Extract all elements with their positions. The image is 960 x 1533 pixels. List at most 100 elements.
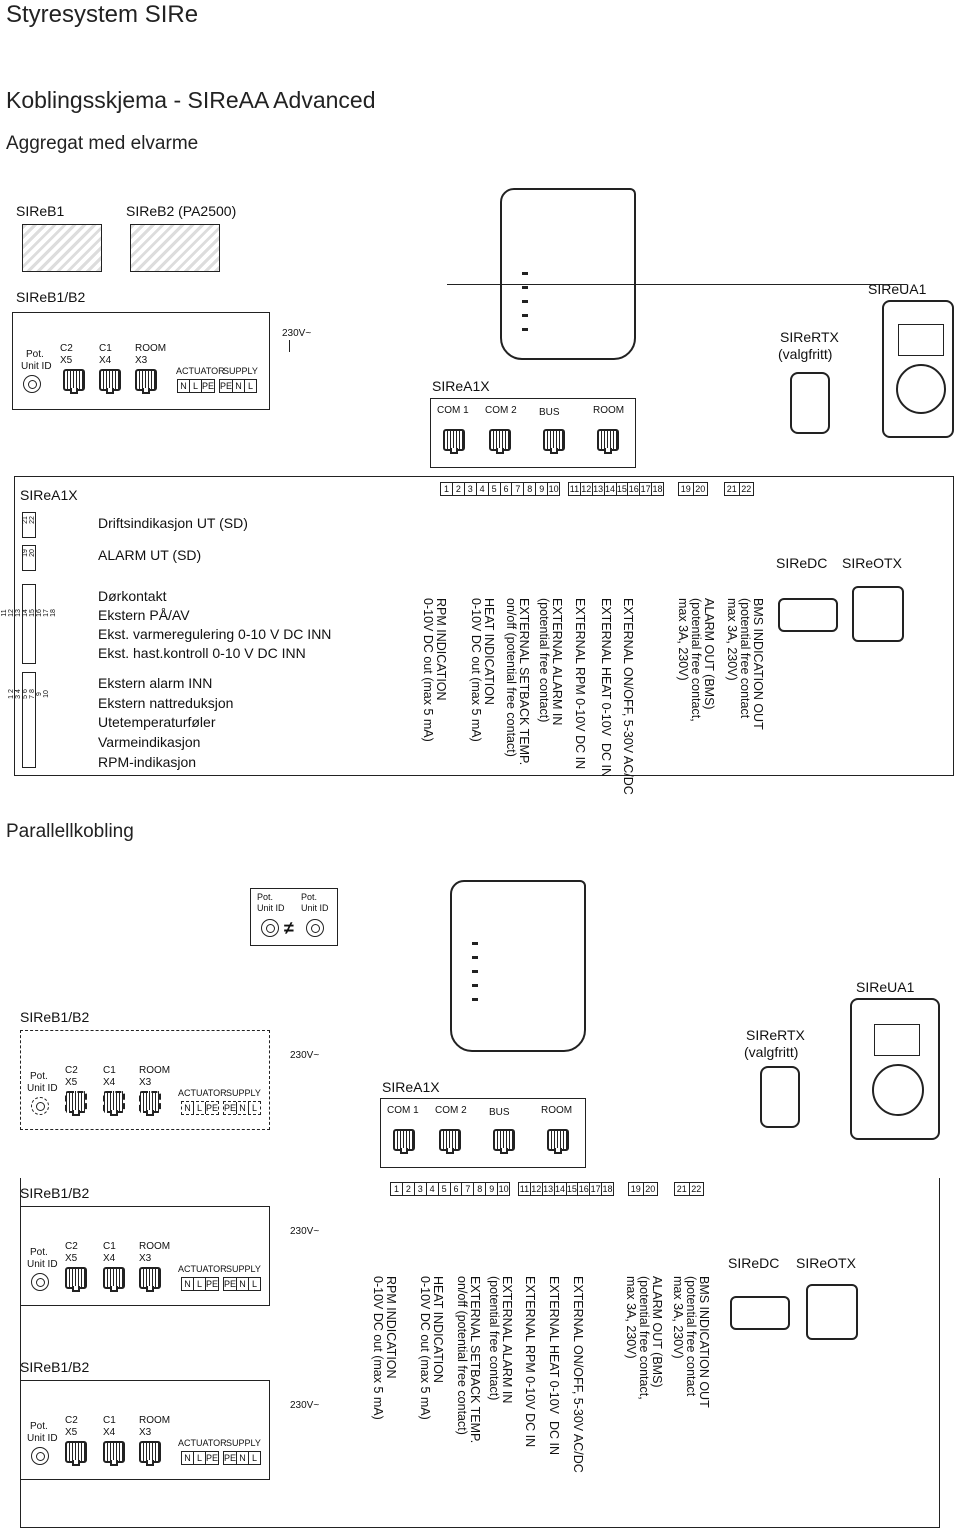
legend-item: Ekstern alarm INN xyxy=(98,675,213,691)
voltage-label: 230V~ xyxy=(282,328,312,339)
actuator-label: ACTUATOR xyxy=(178,1438,227,1448)
x3-port-icon[interactable] xyxy=(139,1091,161,1116)
terminal-number: 12 xyxy=(581,483,593,495)
board-label: SIReB1/B2 xyxy=(20,1009,90,1025)
wire xyxy=(447,284,907,300)
port-label: X4 xyxy=(103,1427,116,1438)
unit-id-label: Unit ID xyxy=(257,903,285,913)
unit-id-knob-icon[interactable] xyxy=(31,1273,49,1291)
unit-id-label: Unit ID xyxy=(21,361,52,372)
io-label: BMS INDICATION OUT (potential free conta… xyxy=(725,598,765,730)
port-label: X4 xyxy=(103,1077,116,1088)
unit-id-knob-icon[interactable] xyxy=(31,1447,49,1465)
voltage-label: 230V~ xyxy=(290,1050,320,1061)
unit-id-knob-icon[interactable] xyxy=(31,1097,49,1115)
terminal-number: 19 xyxy=(629,1183,644,1195)
terminal-number: 2 xyxy=(453,483,465,495)
com1-port-icon[interactable] xyxy=(393,1129,415,1154)
unit-id-label: Unit ID xyxy=(301,903,329,913)
terminal-number: 9 xyxy=(486,1183,499,1195)
unit-id-knob-icon[interactable] xyxy=(306,919,324,937)
terminal-number: 5 xyxy=(489,483,501,495)
legend-item: Utetemperaturføler xyxy=(98,714,216,730)
bus-label: BUS xyxy=(489,1107,510,1118)
port-label: ROOM xyxy=(139,1415,171,1426)
sireua1-device-image xyxy=(882,300,954,438)
io-label: EXTERNAL ON/OFF, 5-30V AC/DC xyxy=(571,1276,585,1473)
terminal-number: 6 xyxy=(451,1183,463,1195)
x5-port-icon[interactable] xyxy=(65,1091,87,1116)
actuator-label: ACTUATOR xyxy=(178,1264,227,1274)
unit-id-knob-icon[interactable] xyxy=(23,375,41,393)
com1-port-icon[interactable] xyxy=(443,429,465,454)
terminal-number: 6 xyxy=(501,483,513,495)
terminal-number: 8 xyxy=(474,1183,487,1195)
port-label: ROOM xyxy=(139,1241,171,1252)
bus-port-icon[interactable] xyxy=(493,1129,515,1154)
bus-label: BUS xyxy=(539,407,560,418)
supply-label: SUPPLY xyxy=(226,1088,261,1098)
port-label: X4 xyxy=(99,355,112,366)
com2-port-icon[interactable] xyxy=(489,429,511,454)
room-port-icon[interactable] xyxy=(547,1129,569,1154)
x3-port-icon[interactable] xyxy=(139,1267,161,1292)
terminal-number: 8 xyxy=(524,483,537,495)
port-label: C1 xyxy=(103,1241,116,1252)
actuator-label: ACTUATOR xyxy=(176,366,225,376)
terminal-number: 9 xyxy=(536,483,549,495)
unit-id-knob-icon[interactable] xyxy=(261,919,279,937)
terminal-number: 14 xyxy=(605,483,617,495)
com1-label: COM 1 xyxy=(387,1105,419,1116)
terminal-number: 13 xyxy=(543,1183,555,1195)
x3-port-icon[interactable] xyxy=(135,369,157,394)
com2-port-icon[interactable] xyxy=(439,1129,461,1154)
port-label: C2 xyxy=(65,1065,78,1076)
terminal-number: 15 xyxy=(616,483,629,495)
terminal-number: 7 xyxy=(462,1183,475,1195)
pot-label: Pot. xyxy=(30,1421,48,1432)
x5-port-icon[interactable] xyxy=(63,369,85,394)
port-label: C1 xyxy=(99,343,112,354)
x3-port-icon[interactable] xyxy=(139,1441,161,1466)
port-label: C1 xyxy=(103,1415,116,1426)
device-label: SIReUA1 xyxy=(856,979,915,995)
not-equal-icon: ≠ xyxy=(284,918,294,938)
terminal-number: 10 xyxy=(548,484,559,494)
sireua1-device-image xyxy=(850,998,940,1140)
room-label: ROOM xyxy=(541,1105,573,1116)
io-label: EXTERNAL RPM 0-10V DC IN xyxy=(573,598,587,770)
board-image-sireb2 xyxy=(130,224,220,272)
x4-port-icon[interactable] xyxy=(103,1441,125,1466)
io-label: EXTERNAL RPM 0-10V DC IN xyxy=(523,1276,537,1448)
siredc-device-image xyxy=(730,1296,790,1330)
voltage-label: 230V~ xyxy=(290,1226,320,1237)
x4-port-icon[interactable] xyxy=(103,1267,125,1292)
pot-compare-box: Pot. Unit ID Pot. Unit ID ≠ xyxy=(250,888,338,946)
unit-box-dashed: Pot. Unit ID C2 X5 C1 X4 ROOM X3 ACTUATO… xyxy=(20,1030,270,1130)
pot-label: Pot. xyxy=(26,349,44,360)
port-label: X3 xyxy=(139,1253,152,1264)
x5-port-icon[interactable] xyxy=(65,1441,87,1466)
unit-id-label: Unit ID xyxy=(27,1259,58,1270)
io-label: ALARM OUT (BMS) (potential free contact,… xyxy=(676,598,716,722)
legend-item: RPM-indikasjon xyxy=(98,754,197,770)
legend-item: Dørkontakt xyxy=(98,588,167,604)
port-label: X5 xyxy=(65,1427,78,1438)
terminal-number: 20 xyxy=(645,1184,656,1194)
unit-box: Pot. Unit ID C2 X5 C1 X4 ROOM X3 ACTUATO… xyxy=(12,312,270,410)
x5-port-icon[interactable] xyxy=(65,1267,87,1292)
supply-label: SUPPLY xyxy=(223,366,258,376)
terminal-number: 14 xyxy=(555,1183,567,1195)
sirea1x-device-image xyxy=(500,188,636,360)
room-port-icon[interactable] xyxy=(597,429,619,454)
x4-port-icon[interactable] xyxy=(99,369,121,394)
legend-item: Varmeindikasjon xyxy=(98,734,201,750)
bus-port-icon[interactable] xyxy=(543,429,565,454)
pot-label: Pot. xyxy=(30,1247,48,1258)
x4-port-icon[interactable] xyxy=(103,1091,125,1116)
